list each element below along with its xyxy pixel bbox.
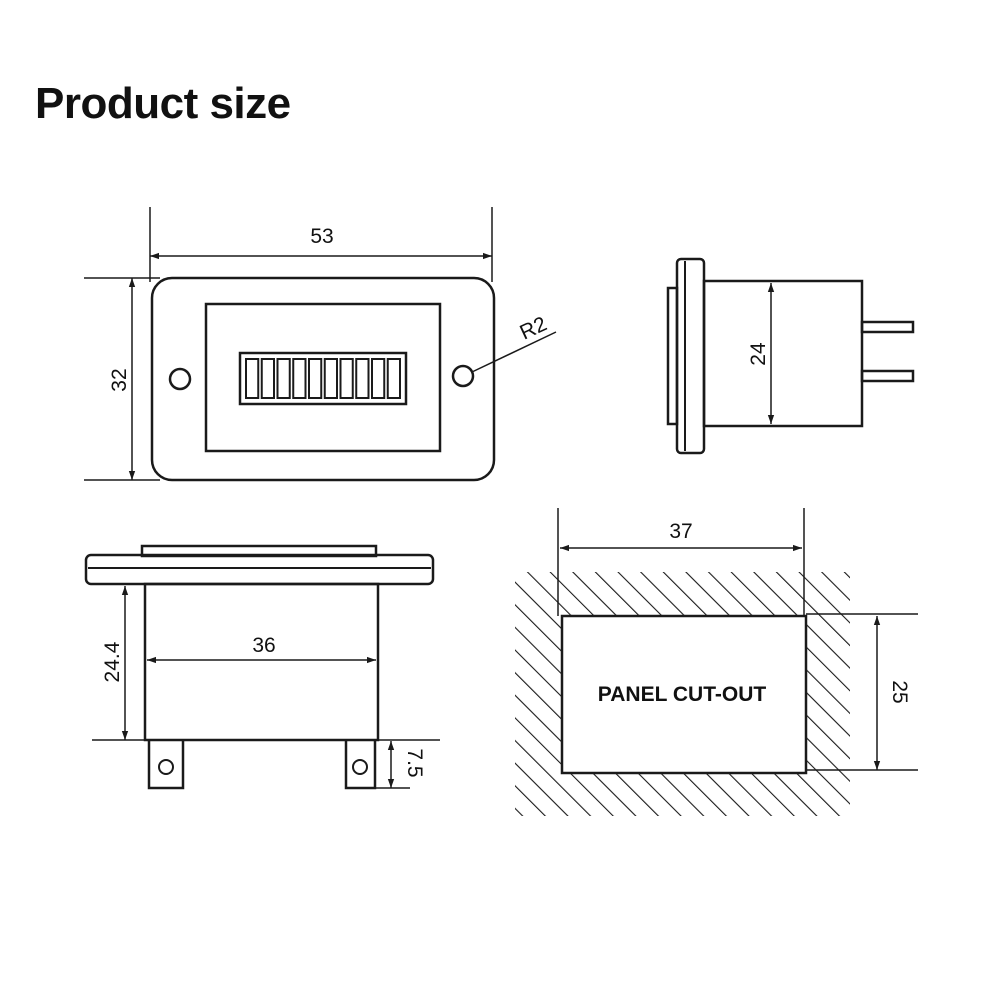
bottom-flange [84,553,435,586]
led-segment [308,358,323,399]
cutout-height-label: 25 [888,680,911,703]
side-bezel [666,286,679,426]
led-segment [386,358,401,399]
side-terminal-top [860,320,915,334]
panel-cutout-view: 37 25 PANEL CUT-OUT [515,508,918,816]
front-width-label: 53 [310,225,333,248]
mounting-hole-right [451,364,475,388]
led-segment [245,358,260,399]
page-title: Product size [35,79,291,128]
led-bar-segments [245,358,401,399]
led-segment [355,358,370,399]
side-height-label: 24 [747,342,770,366]
side-terminal-bottom [860,369,915,383]
panel-cutout-label: PANEL CUT-OUT [598,683,767,706]
corner-radius-label: R2 [516,312,550,344]
side-flange [675,257,706,455]
bottom-height-label: 24.4 [101,641,124,682]
cutout-opening [560,614,808,775]
side-body [702,279,864,428]
led-segment [260,358,275,399]
hatched-panel [515,572,850,816]
led-segment [323,358,338,399]
faceplate [150,276,496,482]
bottom-terminal-left [147,740,185,790]
led-segment [371,358,386,399]
led-segment [276,358,291,399]
display-window [204,302,442,453]
side-view: 24 [666,257,915,455]
led-bar-frame [238,351,408,406]
bottom-terminal-right [344,740,377,790]
terminal-length-label: 7.5 [403,748,426,777]
mounting-hole-left [168,367,192,391]
cutout-width-label: 37 [669,520,692,543]
front-view: 53 32 R2 [84,207,557,482]
bottom-body [143,582,380,742]
bottom-width-label: 36 [252,634,275,657]
led-segment [292,358,307,399]
led-segment [339,358,354,399]
front-height-label: 32 [108,368,131,391]
bottom-view: 24.4 36 7.5 [84,544,440,790]
